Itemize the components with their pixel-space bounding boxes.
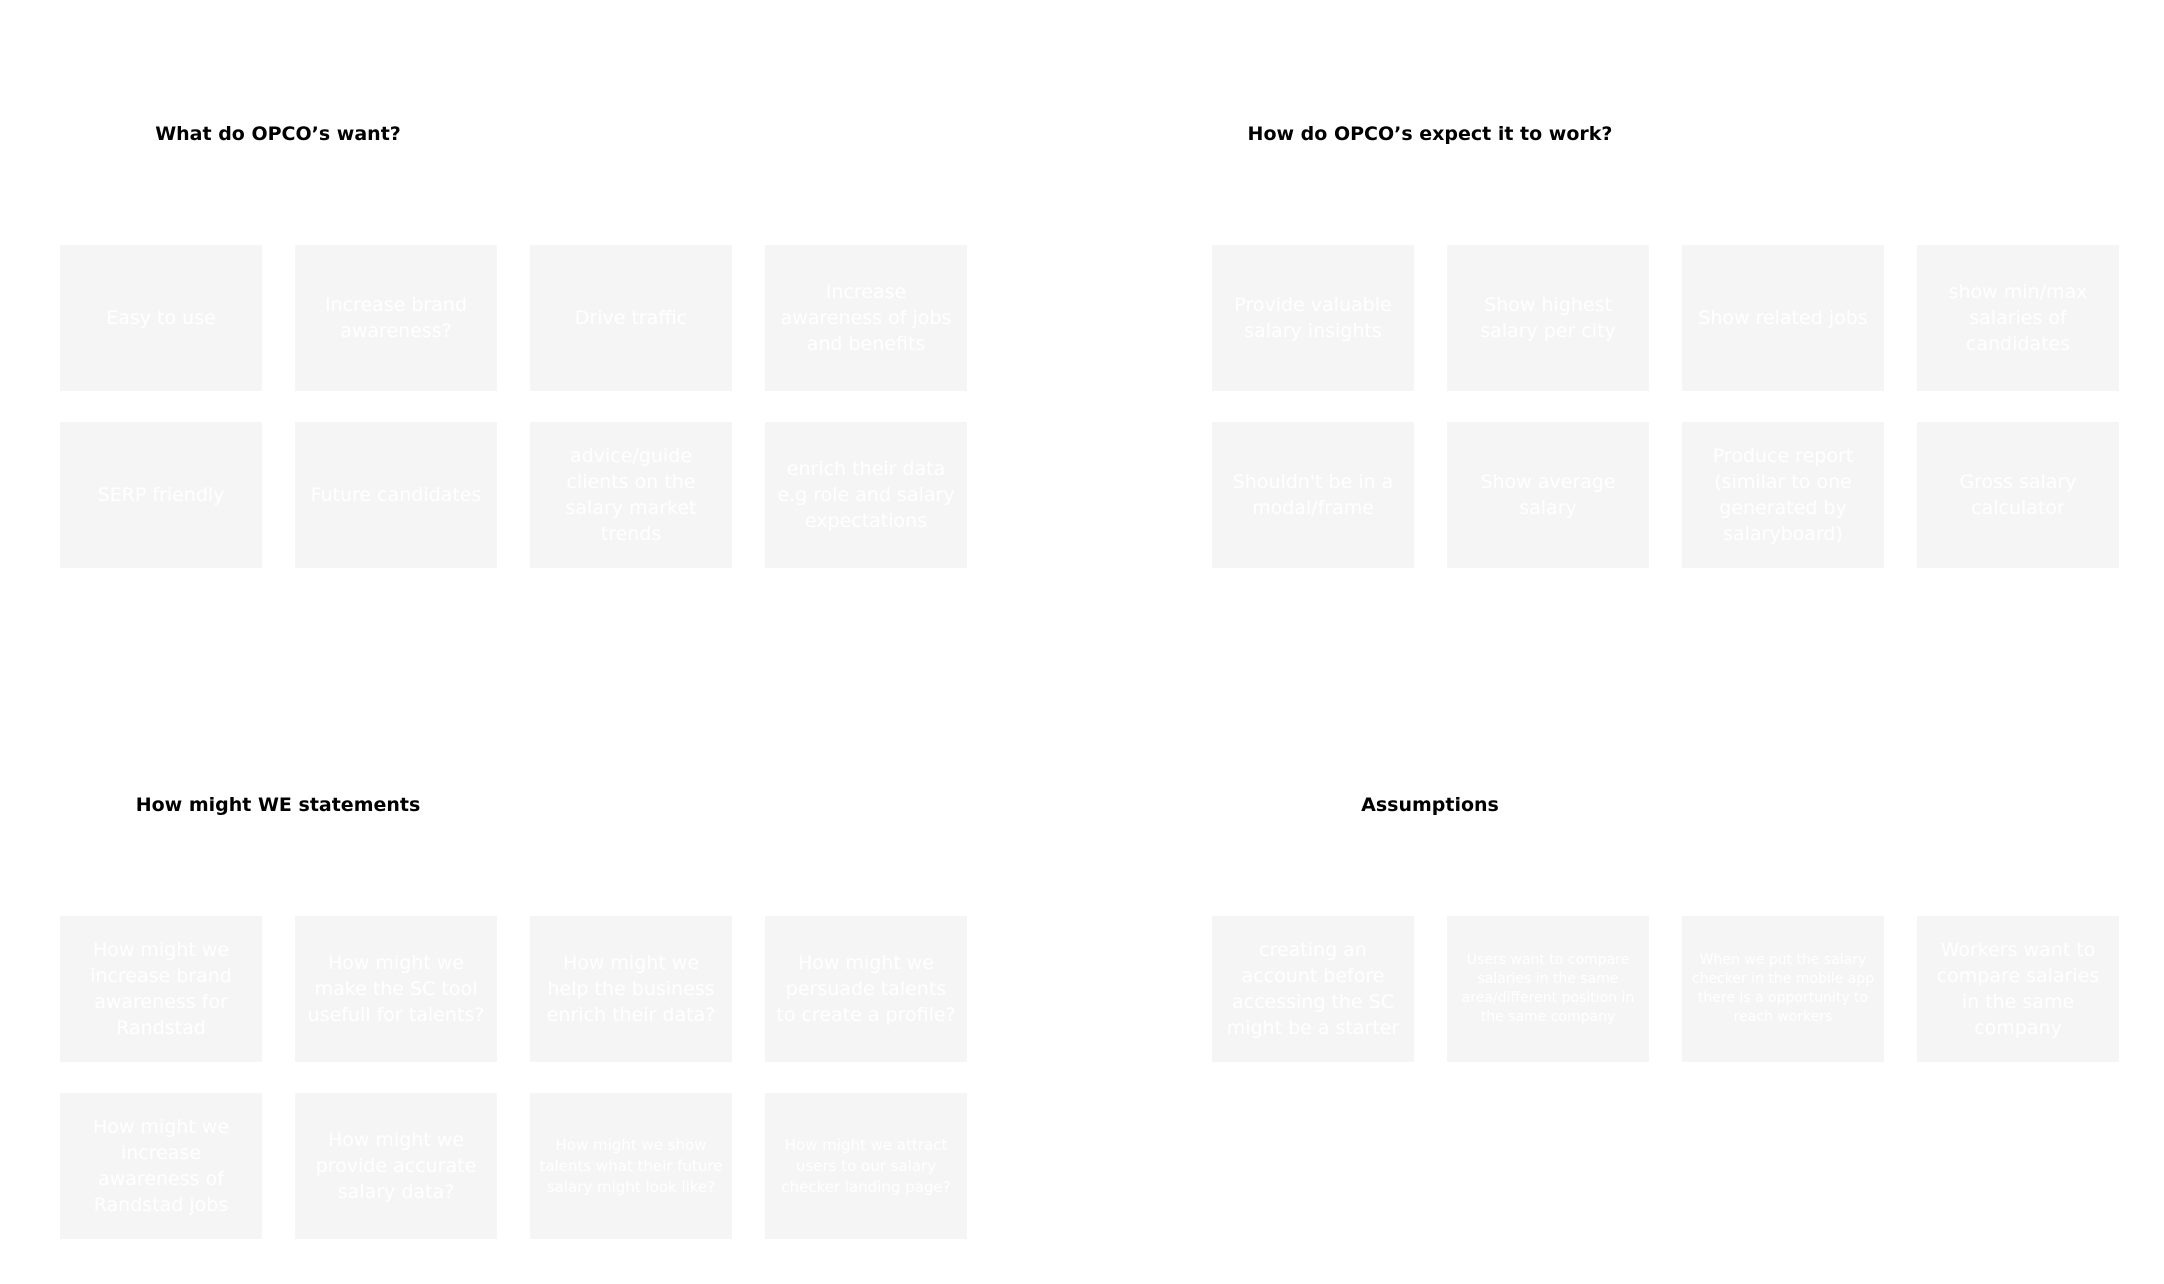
sticky-note[interactable]: enrich their data e.g role and salary ex… <box>765 422 967 568</box>
sticky-note[interactable]: creating an account before accessing the… <box>1212 916 1414 1062</box>
sticky-note[interactable]: Drive traffic <box>530 245 732 391</box>
sticky-note[interactable]: How might we increase awareness of Rands… <box>60 1093 262 1239</box>
sticky-note[interactable]: How might we make the SC tool usefull fo… <box>295 916 497 1062</box>
sticky-note[interactable]: Easy to use <box>60 245 262 391</box>
section-title: How might WE statements <box>135 794 421 816</box>
sticky-note[interactable]: Workers want to compare salaries in the … <box>1917 916 2119 1062</box>
sticky-note[interactable]: When we put the salary checker in the mo… <box>1682 916 1884 1062</box>
sticky-note[interactable]: Shouldn't be in a modal/frame <box>1212 422 1414 568</box>
sticky-note[interactable]: Show related jobs <box>1682 245 1884 391</box>
sticky-grid: How might we increase brand awareness fo… <box>60 916 967 1239</box>
sticky-note[interactable]: Increase awareness of jobs and benefits <box>765 245 967 391</box>
sticky-note[interactable]: Increase brand awareness? <box>295 245 497 391</box>
sticky-note[interactable]: advice/guide clients on the salary marke… <box>530 422 732 568</box>
sticky-note[interactable]: How might we attract users to our salary… <box>765 1093 967 1239</box>
section-title: What do OPCO’s want? <box>155 123 401 145</box>
sticky-note[interactable]: How might we provide accurate salary dat… <box>295 1093 497 1239</box>
sticky-note[interactable]: How might we show talents what their fut… <box>530 1093 732 1239</box>
sticky-note[interactable]: Show highest salary per city <box>1447 245 1649 391</box>
sticky-grid: creating an account before accessing the… <box>1212 916 2119 1062</box>
sticky-grid: Provide valuable salary insights Show hi… <box>1212 245 2119 568</box>
sticky-note[interactable]: How might we help the business enrich th… <box>530 916 732 1062</box>
sticky-note[interactable]: Show average salary <box>1447 422 1649 568</box>
sticky-note[interactable]: show min/max salaries of candidates <box>1917 245 2119 391</box>
section-title: How do OPCO’s expect it to work? <box>1247 123 1613 145</box>
sticky-note[interactable]: Future candidates <box>295 422 497 568</box>
sticky-note[interactable]: Users want to compare salaries in the sa… <box>1447 916 1649 1062</box>
sticky-note[interactable]: SERP friendly <box>60 422 262 568</box>
sticky-note[interactable]: How might we persuade talents to create … <box>765 916 967 1062</box>
section-title: Assumptions <box>1361 794 1499 816</box>
sticky-grid: Easy to use Increase brand awareness? Dr… <box>60 245 967 568</box>
sticky-note[interactable]: How might we increase brand awareness fo… <box>60 916 262 1062</box>
sticky-note[interactable]: Produce report (similar to one generated… <box>1682 422 1884 568</box>
sticky-note[interactable]: Provide valuable salary insights <box>1212 245 1414 391</box>
sticky-note[interactable]: Gross salary calculator <box>1917 422 2119 568</box>
